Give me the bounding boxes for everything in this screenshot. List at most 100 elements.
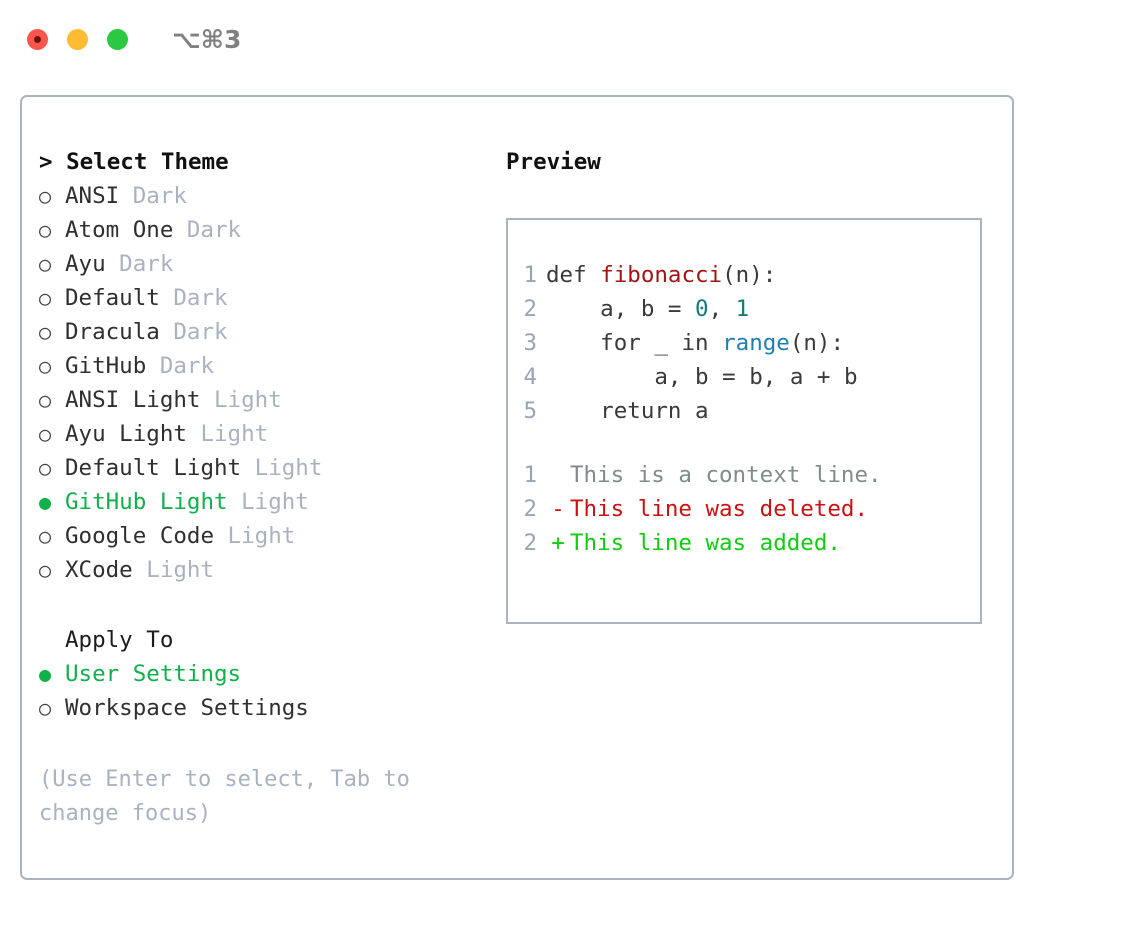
code-line-text: for _ in range(n): bbox=[546, 326, 844, 360]
code-token-plain: (n): bbox=[789, 330, 845, 356]
line-number: 5 bbox=[523, 398, 537, 424]
diff-sign bbox=[546, 458, 570, 492]
apply-to-option-label: Workspace Settings bbox=[65, 695, 309, 721]
theme-option-label: GitHub Light bbox=[65, 489, 228, 515]
code-line-text: a, b = 0, 1 bbox=[546, 292, 749, 326]
code-token-builtin: range bbox=[722, 330, 790, 356]
theme-variant-badge: Light bbox=[200, 387, 282, 413]
radio-unselected-icon: ○ bbox=[39, 524, 52, 548]
apply-to-option-list[interactable]: ● User Settings ○ Workspace Settings bbox=[39, 657, 501, 725]
theme-variant-badge: Dark bbox=[146, 353, 215, 379]
theme-variant-badge: Dark bbox=[105, 251, 174, 277]
theme-option-label: Google Code bbox=[65, 523, 215, 549]
radio-selected-icon: ● bbox=[39, 662, 52, 686]
radio-unselected-icon: ○ bbox=[39, 320, 52, 344]
diff-line-text: This line was added. bbox=[570, 530, 841, 556]
radio-unselected-icon: ○ bbox=[39, 558, 52, 582]
theme-option-ayu[interactable]: ○ Ayu Dark bbox=[39, 247, 501, 281]
code-token-num: 0 bbox=[695, 296, 709, 322]
code-token-plain: def bbox=[546, 262, 601, 288]
radio-unselected-icon: ○ bbox=[39, 456, 52, 480]
code-token-plain: for _ in bbox=[546, 330, 723, 356]
line-number: 2 bbox=[523, 530, 537, 556]
radio-unselected-icon: ○ bbox=[39, 218, 52, 242]
keyboard-hint-text: (Use Enter to select, Tab to change focu… bbox=[39, 767, 410, 826]
theme-option-label: Default bbox=[65, 285, 160, 311]
apply-to-option-label: User Settings bbox=[65, 661, 242, 687]
close-button[interactable] bbox=[27, 28, 48, 50]
window-controls bbox=[27, 28, 128, 50]
theme-option-label: Atom One bbox=[65, 217, 174, 243]
diff-sample: 1 This is a context line.2-This line was… bbox=[508, 458, 980, 560]
code-line: 4 a, b = b, a + b bbox=[508, 360, 980, 394]
theme-option-ansi[interactable]: ○ANSI Dark bbox=[39, 179, 501, 213]
theme-option-xcode[interactable]: ○ XCode Light bbox=[39, 553, 501, 587]
diff-sign: - bbox=[551, 496, 565, 522]
apply-to-heading: Apply To bbox=[65, 627, 174, 653]
radio-unselected-icon: ○ bbox=[39, 252, 52, 276]
minimize-button[interactable] bbox=[67, 28, 88, 50]
theme-option-label: Ayu bbox=[65, 251, 106, 277]
code-token-plain: return a bbox=[546, 398, 709, 424]
theme-option-label: Ayu Light bbox=[65, 421, 187, 447]
theme-variant-badge: Dark bbox=[119, 183, 187, 209]
diff-line-context: 1 This is a context line. bbox=[508, 458, 980, 492]
theme-variant-badge: Light bbox=[214, 523, 296, 549]
radio-selected-icon: ● bbox=[39, 490, 52, 514]
theme-option-label: XCode bbox=[65, 557, 133, 583]
radio-unselected-icon: ○ bbox=[39, 422, 52, 446]
theme-option-github[interactable]: ○ GitHub Dark bbox=[39, 349, 501, 383]
theme-option-github-light[interactable]: ● GitHub Light Light bbox=[39, 485, 501, 519]
theme-option-label: GitHub bbox=[65, 353, 147, 379]
apply-to-option-user-settings[interactable]: ● User Settings bbox=[39, 657, 501, 691]
line-number: 1 bbox=[523, 262, 537, 288]
code-line: 5 return a bbox=[508, 394, 980, 428]
diff-line-add: 2 +This line was added. bbox=[508, 526, 980, 560]
theme-variant-badge: Dark bbox=[173, 217, 242, 243]
code-token-num: 1 bbox=[735, 296, 750, 322]
theme-option-ayu-light[interactable]: ○ Ayu Light Light bbox=[39, 417, 501, 451]
radio-unselected-icon: ○ bbox=[39, 184, 52, 208]
preview-heading: Preview bbox=[506, 149, 601, 175]
code-token-plain: a, b = bbox=[546, 296, 696, 322]
theme-option-dracula[interactable]: ○Dracula Dark bbox=[39, 315, 501, 349]
theme-option-default[interactable]: ○ Default Dark bbox=[39, 281, 501, 315]
theme-variant-badge: Light bbox=[241, 455, 323, 481]
code-diff-separator bbox=[508, 428, 980, 458]
apply-to-option-workspace-settings[interactable]: ○ Workspace Settings bbox=[39, 691, 501, 725]
theme-variant-badge: Dark bbox=[159, 285, 228, 311]
select-theme-heading: > Select Theme bbox=[39, 149, 229, 175]
code-token-plain: , bbox=[708, 296, 736, 322]
preview-column: Preview 1 def fibonacci(n): 2 a, b = 0, 1 3… bbox=[501, 145, 1012, 831]
keyboard-shortcut-label: ⌥⌘3 bbox=[172, 24, 242, 54]
radio-unselected-icon: ○ bbox=[39, 388, 52, 412]
radio-unselected-icon: ○ bbox=[39, 696, 52, 720]
theme-variant-badge: Light bbox=[186, 421, 269, 447]
theme-option-ansi-light[interactable]: ○ANSI Light Light bbox=[39, 383, 501, 417]
code-line-text: def fibonacci(n): bbox=[546, 258, 776, 292]
theme-variant-badge: Dark bbox=[159, 319, 228, 345]
diff-line-del: 2-This line was deleted. bbox=[508, 492, 980, 526]
radio-unselected-icon: ○ bbox=[39, 286, 52, 310]
zoom-button[interactable] bbox=[107, 28, 128, 50]
theme-option-list[interactable]: ○ANSI Dark○Atom One Dark○Ayu Dark○Defaul… bbox=[39, 179, 501, 587]
code-line-text: a, b = b, a + b bbox=[546, 360, 858, 394]
theme-option-google-code[interactable]: ○ Google Code Light bbox=[39, 519, 501, 553]
code-token-plain: a, b = b, a + b bbox=[546, 364, 858, 390]
title-bar: ⌥⌘3 bbox=[0, 0, 1140, 78]
line-number: 1 bbox=[523, 462, 537, 488]
radio-unselected-icon: ○ bbox=[39, 354, 52, 378]
diff-line-text: This is a context line. bbox=[570, 462, 882, 488]
theme-option-label: Default Light bbox=[65, 455, 242, 481]
line-number: 2 bbox=[523, 296, 537, 322]
code-line-text: return a bbox=[546, 394, 709, 428]
theme-option-default-light[interactable]: ○ Default Light Light bbox=[39, 451, 501, 485]
line-number: 4 bbox=[523, 364, 537, 390]
theme-variant-badge: Light bbox=[227, 489, 309, 515]
code-token-plain: (n): bbox=[722, 262, 777, 288]
line-number: 3 bbox=[523, 330, 537, 356]
theme-variant-badge: Light bbox=[132, 557, 215, 583]
diff-sign: + bbox=[551, 530, 565, 556]
diff-line-text: This line was deleted. bbox=[570, 496, 869, 522]
theme-option-atom-one[interactable]: ○ Atom One Dark bbox=[39, 213, 501, 247]
